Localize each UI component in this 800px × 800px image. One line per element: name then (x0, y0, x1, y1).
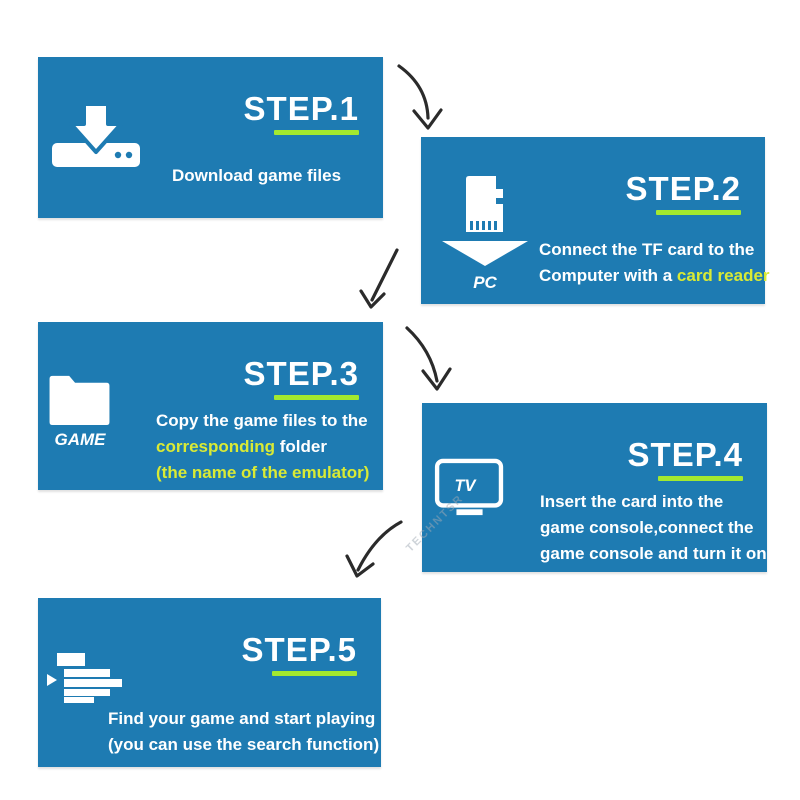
game-label: GAME (54, 430, 106, 449)
step-description-line: Computer with a card reader (539, 263, 770, 289)
step-description-line: (you can use the search function) (108, 732, 379, 758)
step-title: STEP.4 (627, 436, 743, 473)
step-description: Download game files (138, 163, 375, 189)
step-description-line: Download game files (138, 163, 375, 189)
step-4-card: TV STEP.4 Insert the card into the game … (422, 403, 767, 572)
step-1-card: STEP.1 Download game files (38, 57, 383, 218)
step-description: Insert the card into the game console,co… (540, 489, 767, 567)
line-highlight-text: (the name of the emulator) (156, 463, 370, 482)
title-underline (273, 395, 359, 400)
step-description-line: Connect the TF card to the (539, 237, 757, 263)
step-description: Connect the TF card to the Computer with… (539, 237, 770, 289)
step-description-line: Insert the card into the (540, 489, 759, 515)
step-title-block: STEP.4 (628, 437, 743, 481)
step-description: Copy the game files to the corresponding… (156, 408, 375, 486)
line-text: folder (275, 437, 327, 456)
step-title: STEP.1 (243, 90, 359, 127)
line-text: Connect the TF card to the (539, 240, 755, 259)
game-folder-icon: GAME (48, 372, 112, 450)
step-2-card: PC STEP.2 Connect the TF card to the Com… (421, 137, 770, 304)
step-title: STEP.5 (241, 631, 357, 668)
step-title: STEP.2 (625, 170, 741, 207)
game-list-icon (47, 653, 123, 703)
download-icon (50, 102, 142, 174)
title-underline (273, 130, 359, 135)
title-underline (657, 476, 743, 481)
flow-arrow-3 (405, 326, 452, 391)
line-text: (you can use the search function) (108, 735, 380, 754)
title-underline (655, 210, 741, 215)
line-text: Find your game and start playing (108, 709, 376, 728)
title-underline (271, 671, 357, 676)
step-3-card: GAME STEP.3 Copy the game files to the c… (38, 322, 383, 490)
flow-arrow-1 (397, 64, 443, 130)
line-text: Copy the game files to the (156, 411, 368, 430)
tv-label: TV (455, 477, 478, 495)
flow-arrow-4 (345, 520, 403, 578)
step-title-block: STEP.1 (244, 91, 359, 135)
tf-card-icon: PC (437, 175, 533, 293)
step-title: STEP.3 (243, 355, 359, 392)
step-description-line: game console,connect the (540, 515, 759, 541)
step-description: Find your game and start playing (you ca… (108, 706, 379, 758)
line-text: Insert the card into the (540, 492, 724, 511)
step-title-block: STEP.3 (244, 356, 359, 400)
step-description-line: corresponding folder (156, 434, 375, 460)
tv-icon: TV (434, 458, 508, 518)
step-description-line: (the name of the emulator) (156, 460, 375, 486)
step-5-card: STEP.5 Find your game and start playing … (38, 598, 381, 767)
flow-arrow-2 (359, 248, 399, 309)
line-highlight-text: card reader (676, 266, 770, 285)
line-text: game console,connect the (540, 518, 754, 537)
line-text: game console and turn it on (540, 544, 767, 563)
step-description-line: Find your game and start playing (108, 706, 376, 732)
line-text: Computer with a (539, 266, 677, 285)
step-description-line: Copy the game files to the (156, 408, 375, 434)
step-description-line: game console and turn it on (540, 541, 767, 567)
step-title-block: STEP.2 (626, 171, 741, 215)
line-text: Download game files (171, 166, 342, 185)
line-highlight-text: corresponding (156, 437, 276, 456)
step-title-block: STEP.5 (242, 632, 357, 676)
pc-label: PC (473, 273, 497, 292)
